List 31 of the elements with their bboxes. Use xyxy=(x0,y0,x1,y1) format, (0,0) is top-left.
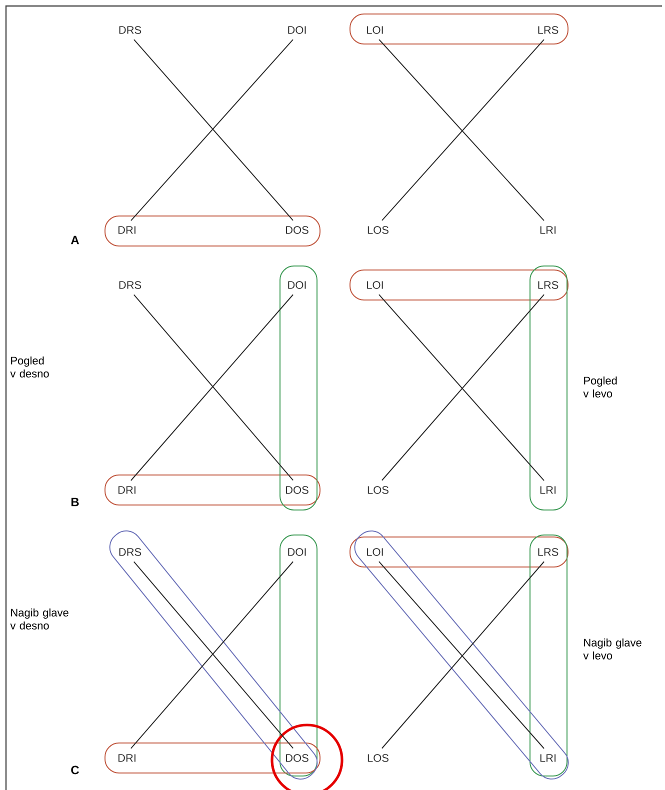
muscle-label: DRI xyxy=(118,754,136,762)
muscle-label: LRI xyxy=(540,486,556,494)
row-letter: A xyxy=(70,236,79,244)
muscle-label: DRS xyxy=(119,548,142,556)
muscle-label: LRS xyxy=(538,26,558,34)
view-label: Pogled v desno xyxy=(10,356,49,378)
muscle-label: DOS xyxy=(286,226,308,234)
muscle-label: LOS xyxy=(368,226,388,234)
muscle-label: LOI xyxy=(367,548,383,556)
muscle-label: DOS xyxy=(286,486,308,494)
muscle-label: DOI xyxy=(288,548,306,556)
muscle-label: LOS xyxy=(368,754,388,762)
muscle-label: DOS xyxy=(286,754,308,762)
muscle-label: DOI xyxy=(288,281,306,289)
muscle-label: LOI xyxy=(367,281,383,289)
muscle-label: DRS xyxy=(119,26,142,34)
muscle-label: LRS xyxy=(538,548,558,556)
view-label: Nagib glave v desno xyxy=(10,608,68,630)
muscle-label: DRI xyxy=(118,486,136,494)
muscle-label: LRS xyxy=(538,281,558,289)
muscle-label: LRI xyxy=(540,754,556,762)
muscle-label: DRS xyxy=(119,281,142,289)
row-letter: B xyxy=(71,498,79,506)
muscle-label: LOS xyxy=(368,486,388,494)
muscle-label: LOI xyxy=(367,26,383,34)
view-label: Pogled v levo xyxy=(583,376,617,398)
muscle-label: LRI xyxy=(540,226,556,234)
muscle-label: DOI xyxy=(288,26,306,34)
muscle-label: DRI xyxy=(118,226,136,234)
view-label: Nagib glave v levo xyxy=(583,638,642,660)
row-letter: C xyxy=(71,766,79,774)
